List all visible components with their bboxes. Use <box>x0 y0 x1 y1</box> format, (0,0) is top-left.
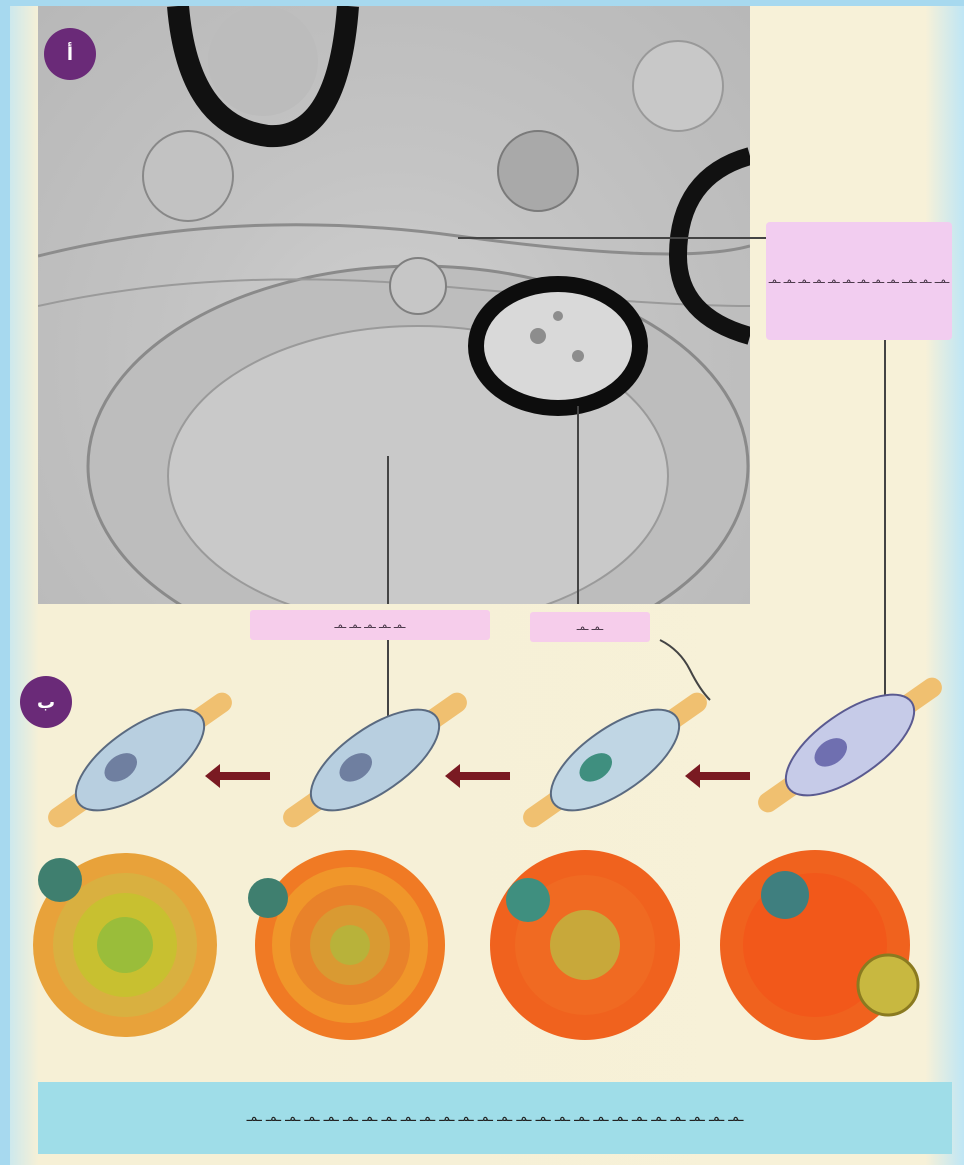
axon-disc <box>858 955 918 1015</box>
stage-1-cell <box>32 671 249 850</box>
nucleus-disc <box>248 878 288 918</box>
cross-section-2 <box>248 850 445 1040</box>
stage-arrow <box>445 764 510 788</box>
schwann-cell-3d <box>535 691 695 829</box>
cross-section-1 <box>33 853 217 1037</box>
schwann-cell-3d <box>770 676 930 814</box>
cross-section-3 <box>490 850 680 1040</box>
stage-3-cell <box>507 671 724 850</box>
schwann-cell-3d <box>295 691 455 829</box>
nucleus-disc <box>38 858 82 902</box>
stage-arrow <box>205 764 270 788</box>
nucleus-disc <box>506 878 550 922</box>
stage-4-cell <box>742 656 959 835</box>
figure-caption: ـمـ ـمـ ـمـ ـمـ ـمـ ـمـ ـمـ ـمـ ـمـ ـمـ … <box>38 1082 952 1154</box>
schwann-cell-3d <box>60 691 220 829</box>
figure-caption-text: ـمـ ـمـ ـمـ ـمـ ـمـ ـمـ ـمـ ـمـ ـمـ ـمـ … <box>247 1108 744 1128</box>
stage-2-cell <box>267 671 484 850</box>
nucleus-disc <box>761 871 809 919</box>
stage-arrow <box>685 764 750 788</box>
cross-section-4 <box>720 850 918 1040</box>
